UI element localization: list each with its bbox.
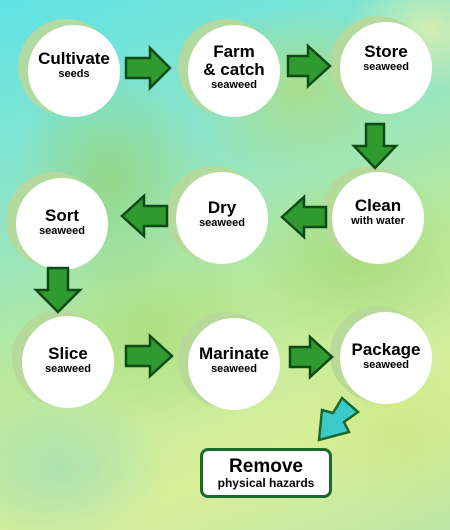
step-subtitle: with water <box>351 214 405 227</box>
step-subtitle: seaweed <box>199 216 245 229</box>
node-circle <box>340 312 432 404</box>
hazard-subtitle: physical hazards <box>217 475 315 490</box>
step-slice: Slice seaweed <box>12 310 114 408</box>
step-cultivate: Cultivate seeds <box>18 19 120 117</box>
step-title: Package <box>351 339 421 359</box>
step-marinate: Marinate seaweed <box>178 312 280 410</box>
arrow-down-icon <box>351 122 399 170</box>
step-title: Dry <box>207 197 237 217</box>
node-circle <box>176 172 268 264</box>
step-package: Package seaweed <box>330 306 432 404</box>
step-subtitle: seaweed <box>211 362 257 375</box>
arrow-right-icon <box>288 334 334 380</box>
step-clean: Clean with water <box>322 166 424 264</box>
node-circle <box>188 318 280 410</box>
node-circle <box>28 25 120 117</box>
arrow-left-icon <box>120 193 169 239</box>
step-subtitle: seaweed <box>39 224 85 237</box>
step-title: Sort <box>45 205 79 225</box>
step-subtitle: seaweed <box>211 78 257 91</box>
step-subtitle: seeds <box>58 67 90 80</box>
arrow-left-icon <box>280 194 328 240</box>
step-title: Marinate <box>199 343 269 363</box>
step-title: Cultivate <box>38 48 110 68</box>
step-subtitle: seaweed <box>45 362 91 375</box>
node-circle <box>188 25 280 117</box>
node-circle <box>340 22 432 114</box>
step-title: Store <box>364 41 408 61</box>
step-dry: Dry seaweed <box>166 166 268 264</box>
step-subtitle: seaweed <box>363 60 409 73</box>
node-circle <box>332 172 424 264</box>
step-sort: Sort seaweed <box>6 172 108 270</box>
step-farm-catch: Farm & catch seaweed <box>178 19 280 117</box>
step-subtitle: seaweed <box>363 358 409 371</box>
node-circle <box>16 178 108 270</box>
step-title: Farm & catch <box>203 41 265 79</box>
arrow-diagonal-icon <box>317 396 361 442</box>
step-store: Store seaweed <box>330 16 432 114</box>
arrow-right-icon <box>124 44 172 92</box>
node-circle <box>22 316 114 408</box>
arrow-right-icon <box>124 333 174 379</box>
arrow-right-icon <box>286 43 332 89</box>
step-title: Clean <box>354 195 402 215</box>
hazard-removal-box: Remove physical hazards <box>200 448 332 498</box>
arrow-down-icon <box>32 266 84 314</box>
step-title: Slice <box>48 343 88 363</box>
hazard-title: Remove <box>229 455 303 477</box>
